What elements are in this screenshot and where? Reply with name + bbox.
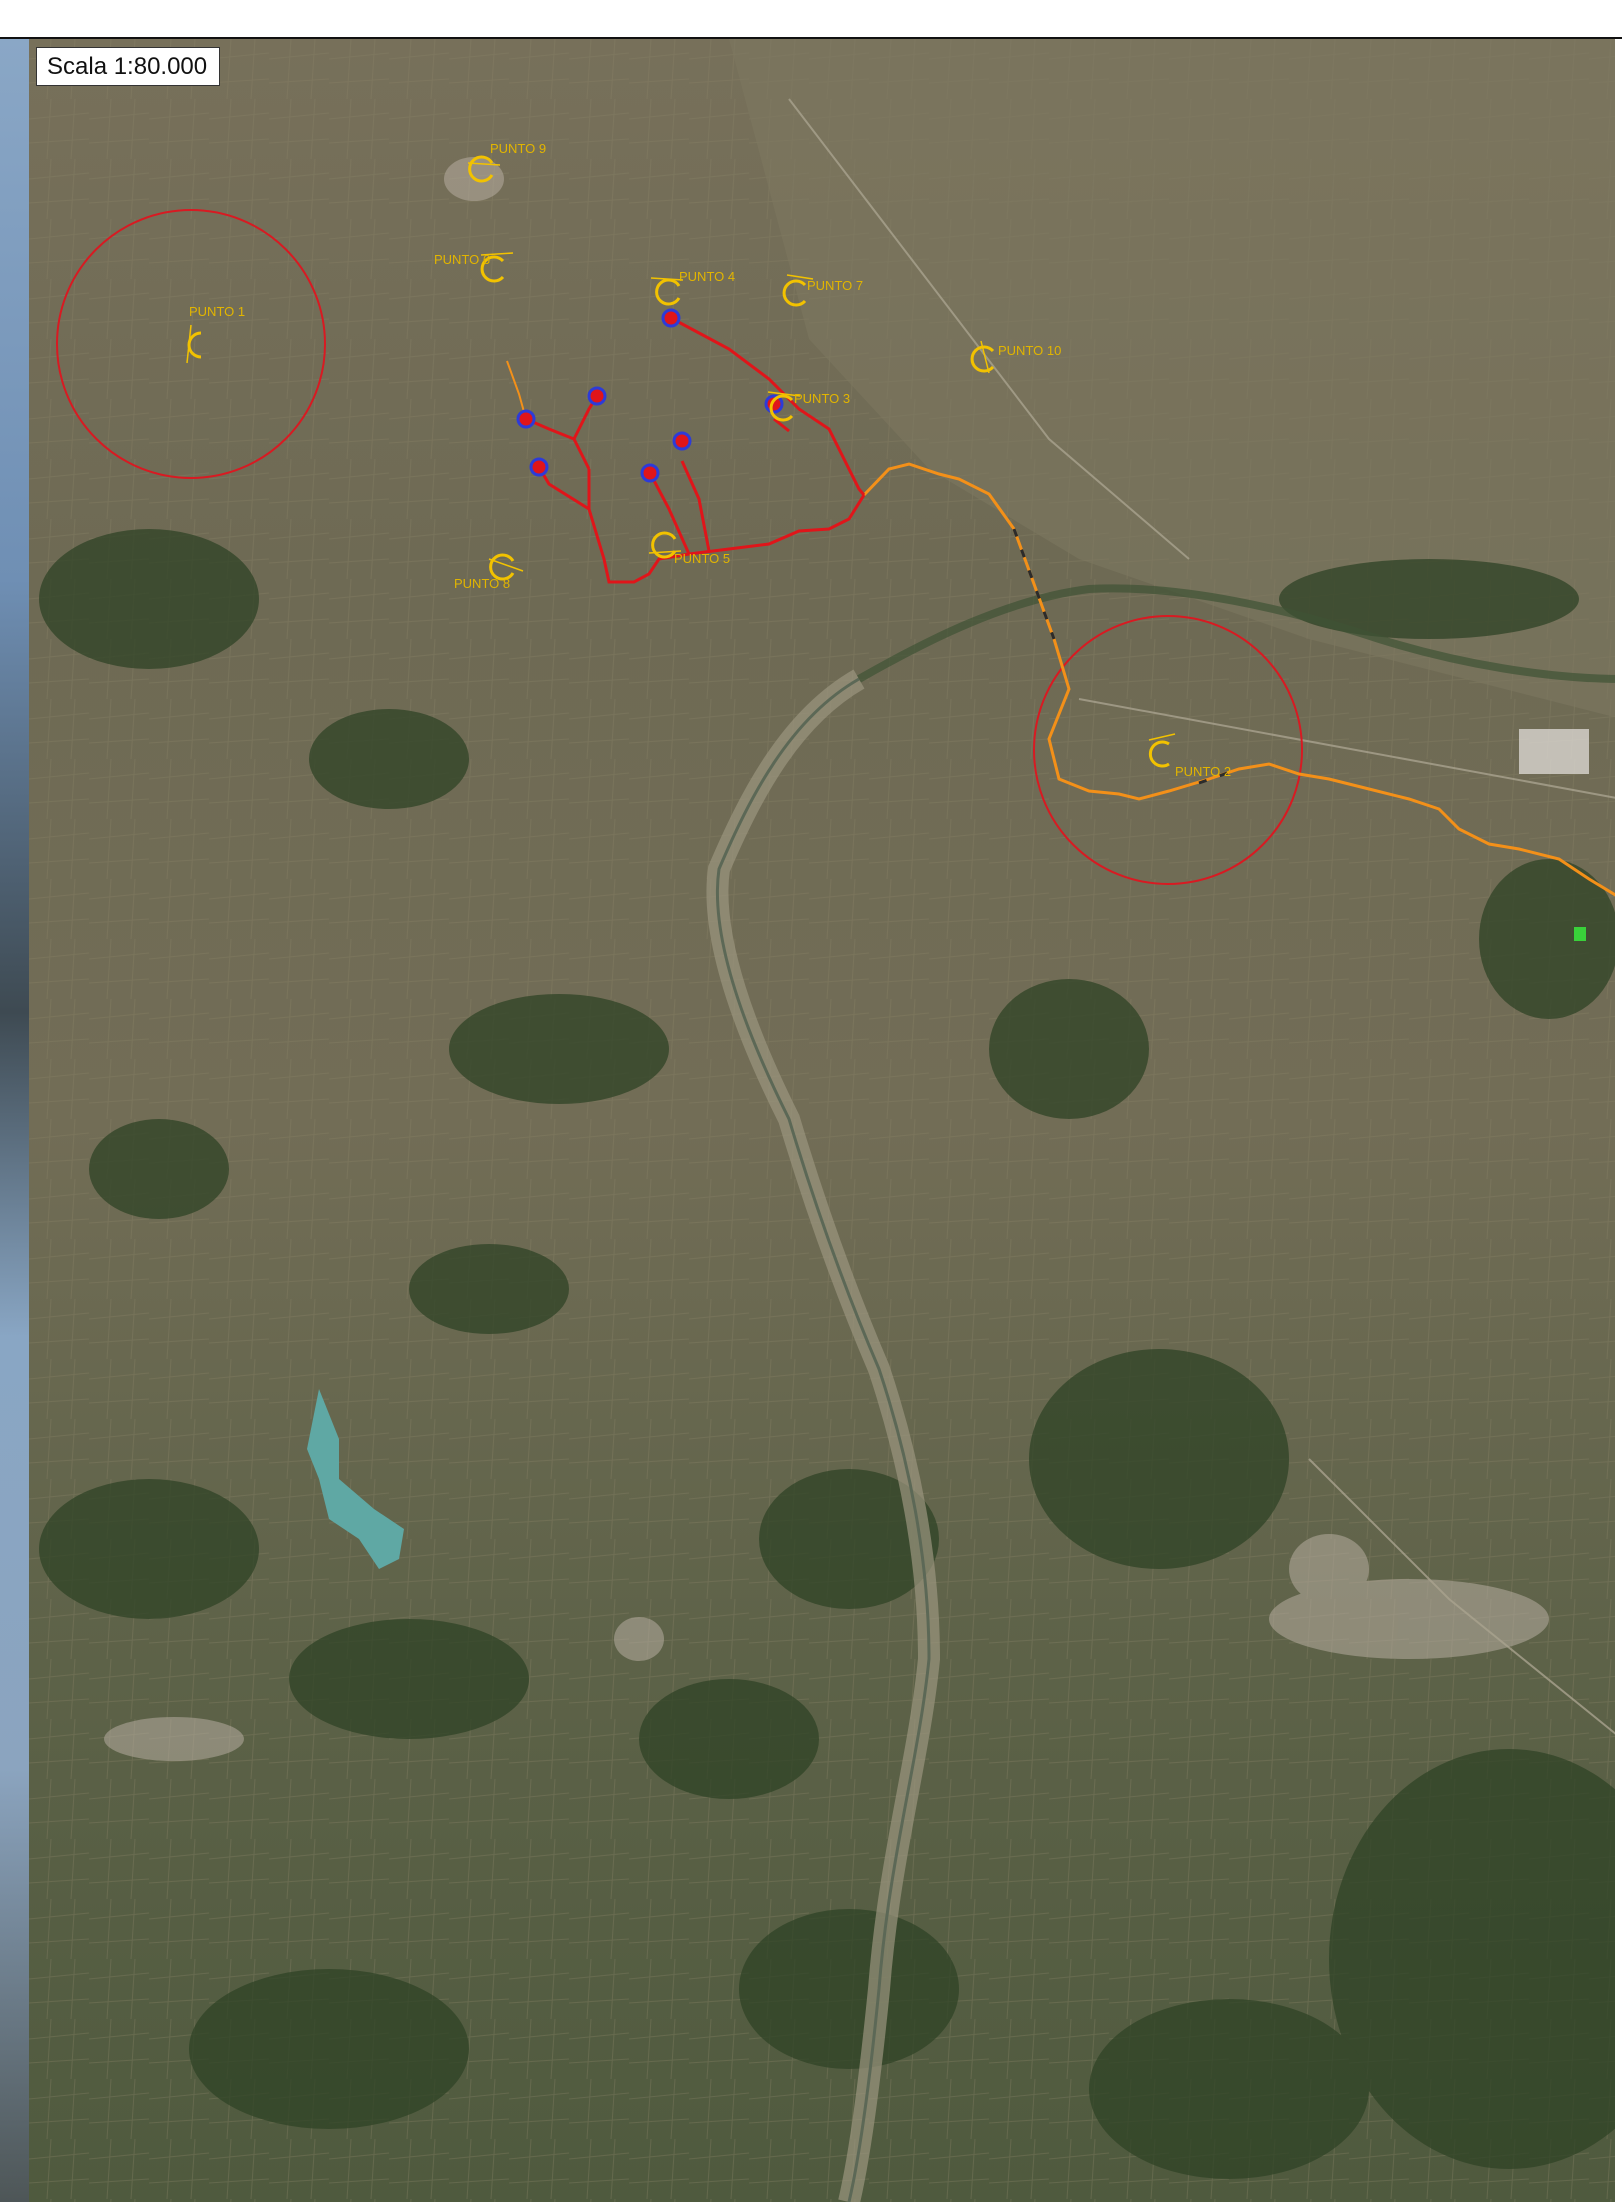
turbine-marker-icon: [587, 386, 607, 406]
point-label-3: PUNTO 3: [794, 391, 850, 406]
town-areas: [104, 157, 1549, 1761]
viewpoint-arc-icon: [467, 155, 501, 183]
turbine-markers: [516, 308, 784, 483]
viewpoint-arc-icon: [648, 531, 682, 559]
point-label-9: PUNTO 9: [490, 141, 546, 156]
point-label-1: PUNTO 1: [189, 304, 245, 319]
river: [715, 677, 931, 2202]
top-border: [0, 0, 1622, 39]
viewpoint-arc-icon: [488, 553, 524, 581]
study-circle-2: [1033, 615, 1303, 885]
turbine-marker-icon: [672, 431, 692, 451]
substation-marker: [1574, 927, 1586, 941]
roads: [788, 98, 1622, 1740]
cable-route-orange-dash: [1012, 528, 1240, 785]
point-label-4: PUNTO 4: [679, 269, 735, 284]
point-label-10: PUNTO 10: [998, 343, 1061, 358]
left-photo-strip: [0, 39, 29, 2202]
point-label-7: PUNTO 7: [807, 278, 863, 293]
turbine-marker-icon: [529, 457, 549, 477]
viewpoint-arc-icon: [970, 340, 995, 374]
point-label-2: PUNTO 2: [1175, 764, 1231, 779]
viewpoint-arc-icon: [650, 277, 684, 306]
scale-label: Scala 1:80.000: [36, 47, 221, 87]
reservoir-lake: [307, 1389, 404, 1569]
agricultural-plain: [729, 39, 1622, 719]
forest-patches: [39, 529, 1622, 2179]
turbine-marker-icon: [640, 463, 660, 483]
industrial-site: [1519, 729, 1589, 774]
viewpoint-arc-icon: [1148, 733, 1176, 768]
cable-route-orange: [862, 462, 1622, 901]
viewpoint-markers: [186, 155, 1176, 768]
viewpoint-arc-icon: [480, 252, 514, 283]
satellite-map[interactable]: PUNTO 1 PUNTO 2 PUNTO 3 PUNTO 4 PUNTO 5 …: [29, 39, 1622, 2202]
right-border: [1615, 39, 1622, 2202]
viewpoint-arc-icon: [767, 391, 801, 422]
viewpoint-arc-icon: [782, 274, 814, 307]
viewpoint-arc-icon: [186, 324, 202, 364]
point-label-6: PUNTO 6: [434, 252, 490, 267]
map-canvas: PUNTO 1 PUNTO 2 PUNTO 3 PUNTO 4 PUNTO 5 …: [29, 39, 1622, 2202]
point-label-8: PUNTO 8: [454, 576, 510, 591]
point-label-5: PUNTO 5: [674, 551, 730, 566]
upper-river: [857, 584, 1622, 683]
turbine-marker-icon: [516, 409, 536, 429]
study-circle-1: [56, 209, 326, 479]
turbine-marker-icon: [661, 308, 681, 328]
